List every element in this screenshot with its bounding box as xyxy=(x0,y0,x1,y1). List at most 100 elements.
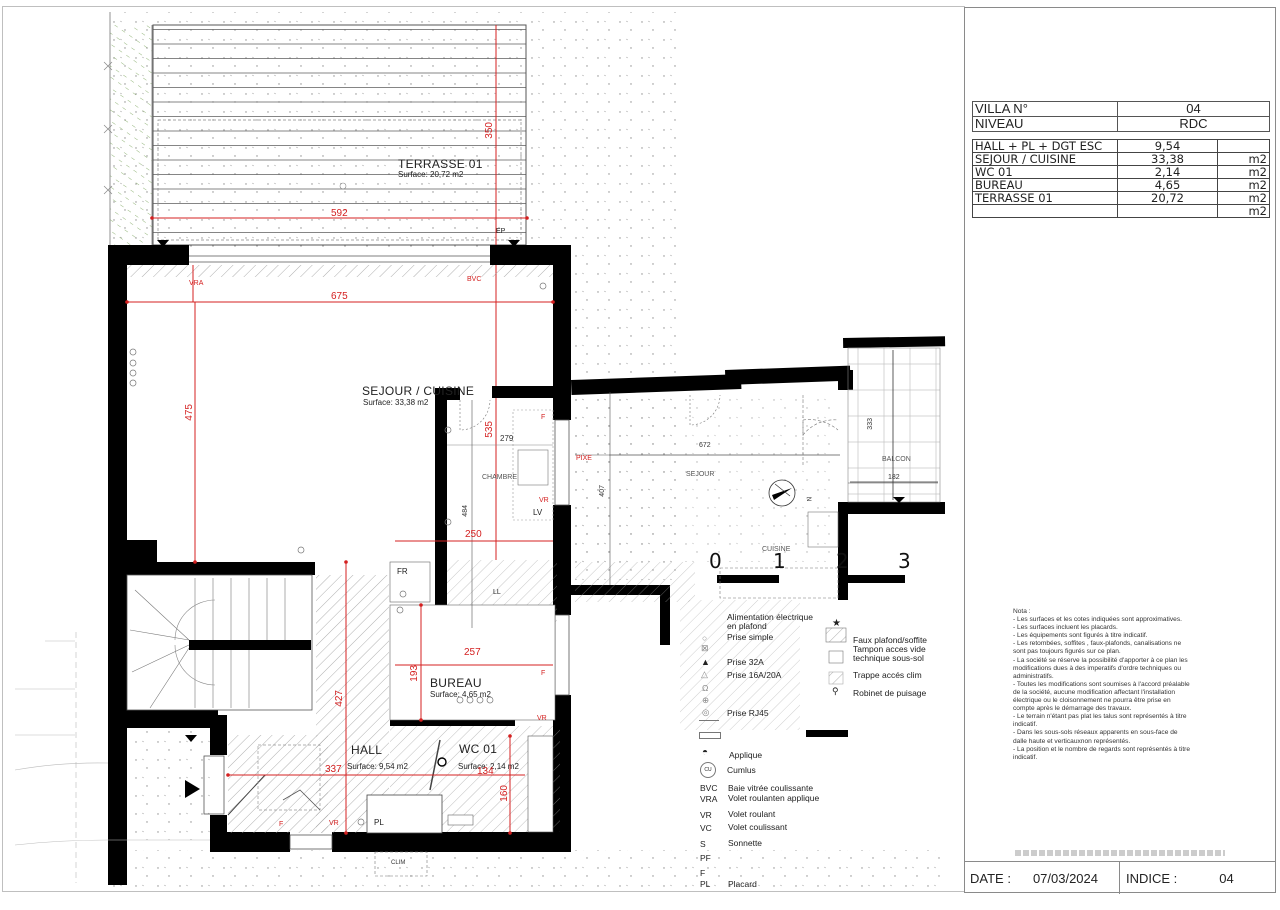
area-value: 20,72 xyxy=(1117,191,1218,205)
label-fr: FR xyxy=(397,567,408,576)
table-row: m2 xyxy=(972,204,1270,218)
dim-bureau-depth: 193 xyxy=(409,665,420,682)
cumulus-icon: CU xyxy=(700,762,716,778)
area-unit: m2 xyxy=(1217,152,1270,166)
nota-title: Nota : xyxy=(1013,608,1031,615)
star-icon: ★ xyxy=(832,618,841,629)
label-f-kitchen: F xyxy=(541,414,546,421)
villa-value: 04 xyxy=(1117,101,1270,117)
legend-label-vra: Volet roulanten applique xyxy=(728,793,820,803)
legend-code-vra: VRA xyxy=(700,794,718,804)
nota-line: - Les équipements sont figurés à titre i… xyxy=(1013,632,1148,640)
label-pixe: PIXE xyxy=(576,455,592,462)
nota-line: - Les surfaces et les cotes indiquées so… xyxy=(1013,616,1182,624)
nota-line: - Le terrain n'étant pas plat les talus … xyxy=(1013,713,1187,729)
phone-socket-icon: Ω xyxy=(702,683,709,693)
area-name: TERRASSE 01 xyxy=(972,191,1118,205)
legend-item-prise-simple: Prise simple xyxy=(727,632,774,642)
label-vra: VRA xyxy=(189,280,204,287)
scale-bar-3: 3 xyxy=(898,549,911,573)
applique-icon: ◓ xyxy=(702,747,709,758)
label-f-bureau: F xyxy=(541,670,546,677)
socket-16a-icon: △ xyxy=(701,669,708,679)
table-row: TERRASSE 01 20,72 m2 xyxy=(972,191,1270,205)
label-vr-bureau: VR xyxy=(537,715,547,722)
nota-line: - Les surfaces incluent les placards. xyxy=(1013,624,1118,632)
area-unit: m2 xyxy=(1217,204,1270,218)
legend-item-prise-16a: Prise 16A/20A xyxy=(727,670,782,680)
surface-table: HALL + PL + DGT ESC 9,54 SEJOUR / CUISIN… xyxy=(972,139,1270,218)
line-icon xyxy=(699,720,719,721)
legend-label-pl: Placard xyxy=(728,879,757,889)
area-name: BUREAU xyxy=(972,178,1118,192)
dim-hall-width: 337 xyxy=(325,764,342,775)
legend-label-s: Sonnette xyxy=(728,838,763,848)
dim-chambre-depth: 484 xyxy=(462,505,469,517)
sheet-border xyxy=(2,6,965,892)
nota-line: - La société se réserve la possibilité d… xyxy=(1013,656,1188,680)
north-label: N xyxy=(805,496,812,502)
area-value: 2,14 xyxy=(1117,165,1218,179)
label-ep: EP xyxy=(496,228,506,235)
legend-item-trappe-clim: Trappe accés clim xyxy=(853,670,922,680)
legend-code-s: S xyxy=(700,839,706,849)
room-surface-sejour: Surface: 33,38 m2 xyxy=(363,398,429,407)
legend-item-tampon: Tampon acces vide technique sous-sol xyxy=(853,644,926,663)
rj45-icon: ◎ xyxy=(702,707,710,717)
dim-terrasse-width: 592 xyxy=(331,208,348,219)
room-name-terrasse: TERRASSE 01 xyxy=(398,157,483,171)
villa-label: VILLA N° xyxy=(972,101,1118,117)
niveau-row: NIVEAU RDC xyxy=(972,116,1270,132)
legend-code-bvc: BVC xyxy=(700,783,718,793)
villa-table: VILLA N° 04 NIVEAU RDC xyxy=(972,101,1270,132)
dim-terrasse-depth: 350 xyxy=(484,122,495,139)
legend-item-faux-plafond: Faux plafond/soffite xyxy=(853,635,928,645)
legend-label-vc: Volet coulissant xyxy=(728,822,788,832)
nota-line: - La position et le nombre de regards so… xyxy=(1013,745,1191,761)
room-surface-bureau: Surface: 4,65 m2 xyxy=(430,690,491,699)
title-block-footer: DATE : 07/03/2024 INDICE : 04 xyxy=(964,861,1276,894)
dim-sejour2-depth: 407 xyxy=(599,485,606,497)
single-socket-icon: ○ xyxy=(702,633,708,643)
legend-code-vc: VC xyxy=(700,823,712,833)
socket-box-icon: ⊠ xyxy=(701,643,709,653)
label-clim: CLIM xyxy=(391,860,406,866)
date-label: DATE : xyxy=(970,870,1011,886)
room-surface-wc: Surface: 2,14 m2 xyxy=(458,762,519,771)
scale-bar-1: 1 xyxy=(773,549,786,573)
dim-sejour2-width: 672 xyxy=(699,442,711,449)
area-unit: m2 xyxy=(1217,191,1270,205)
tap-icon: ⚲ xyxy=(832,686,839,696)
legend-item-robinet: Robinet de puisage xyxy=(853,688,927,698)
nota-line: - Les retombées, soffites , faux-plafond… xyxy=(1013,640,1182,656)
label-pl: PL xyxy=(374,818,384,827)
villa-row: VILLA N° 04 xyxy=(972,101,1270,117)
nota-line: - Dans les sous-sols réseaux apparents e… xyxy=(1013,729,1178,745)
dim-wc-width: 134 xyxy=(477,766,494,777)
dim-chambre-width: 279 xyxy=(500,434,514,443)
faded-text-strip xyxy=(1015,850,1225,856)
legend-item-prise-32a: Prise 32A xyxy=(727,657,764,667)
legend-item-applique: Applique xyxy=(729,750,763,760)
socket-32a-icon: ▲ xyxy=(701,657,710,667)
niveau-label: NIVEAU xyxy=(972,116,1118,132)
tv-socket-icon: ⊕ xyxy=(702,695,710,705)
legend-label-bvc: Baie vitrée coulissante xyxy=(728,783,814,793)
room-name-bureau: BUREAU xyxy=(430,676,482,690)
room-surface-hall: Surface: 9,54 m2 xyxy=(347,762,408,771)
area-value: 9,54 xyxy=(1117,139,1218,153)
label-cuisine: CUISINE xyxy=(762,546,791,553)
dim-hall-depth: 427 xyxy=(334,690,345,707)
area-name: SEJOUR / CUISINE xyxy=(972,152,1118,166)
label-sejour: SEJOUR xyxy=(686,471,715,478)
dim-bureau-width: 257 xyxy=(464,647,481,658)
date-cell: DATE : 07/03/2024 xyxy=(964,862,1120,894)
indice-value: 04 xyxy=(1219,870,1234,886)
legend-item-rj45: Prise RJ45 xyxy=(727,708,769,718)
indice-cell: INDICE : 04 xyxy=(1120,862,1276,894)
legend-label-vr: Volet roulant xyxy=(728,809,776,819)
label-lv: LV xyxy=(533,508,543,517)
room-surface-terrasse: Surface: 20,72 m2 xyxy=(398,170,464,179)
area-unit: m2 xyxy=(1217,165,1270,179)
